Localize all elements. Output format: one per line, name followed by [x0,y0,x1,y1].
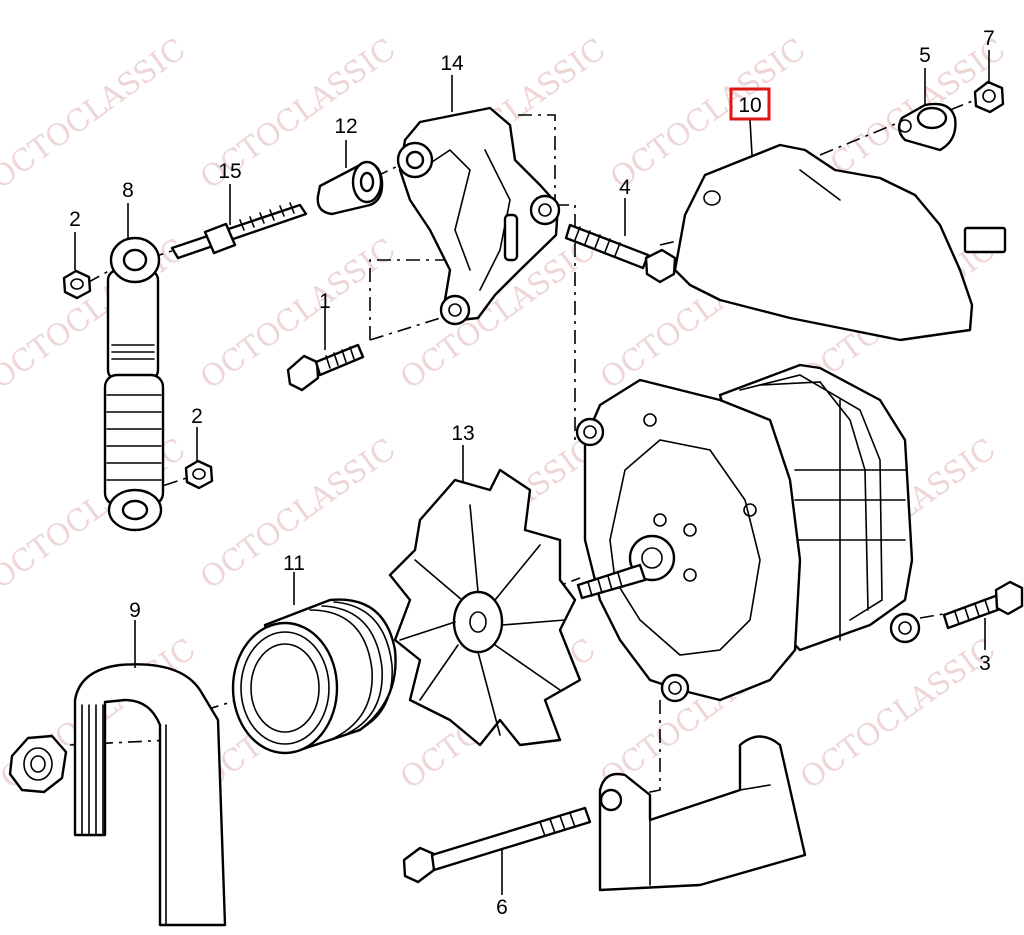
lower-bracket [598,735,807,892]
hex-nut-upper [62,269,92,300]
alternator-cover [673,143,1007,342]
cable-clip [897,102,957,152]
v-ribbed-belt [73,663,227,927]
callout-2-upper: 2 [69,208,81,231]
callout-4: 4 [619,176,631,199]
alternator-body [575,363,921,703]
callout-2-lower: 2 [191,405,203,428]
callout-8: 8 [122,179,134,202]
pulley-nut [8,734,68,794]
callout-6: 6 [496,896,508,919]
callout-3: 3 [979,652,991,675]
watermark: OCTOCLASSIC [0,32,192,197]
hex-bolt-1 [286,343,365,392]
callout-13: 13 [451,422,474,445]
spacer-bushing [316,160,384,216]
hex-bolt-4 [564,223,677,284]
alternator-bracket [396,106,561,326]
callout-9: 9 [129,599,141,622]
watermark: OCTOCLASSIC [794,632,1002,797]
cooling-fan [388,468,582,747]
callout-5: 5 [919,44,931,67]
callout-12: 12 [334,115,357,138]
hex-nut-7 [973,80,1005,114]
belt-pulley [231,598,397,755]
leader-lines [74,50,990,895]
callout-labels: 14 12 15 8 2 2 1 4 10 5 7 13 11 9 3 6 [69,27,995,919]
hex-bolt-3 [942,580,1024,630]
tensioner-damper [103,236,165,532]
watermark: OCTOCLASSIC [0,232,192,397]
callout-10-highlight [729,87,771,121]
callout-14: 14 [440,52,464,75]
callout-11: 11 [283,552,305,575]
callout-15: 15 [218,160,241,183]
hex-nut-lower [184,459,214,490]
long-bolt-6 [402,806,592,884]
stud-bolt [170,202,308,260]
callout-1: 1 [319,290,331,313]
callout-7: 7 [983,27,995,50]
callout-10: 10 [738,94,761,117]
